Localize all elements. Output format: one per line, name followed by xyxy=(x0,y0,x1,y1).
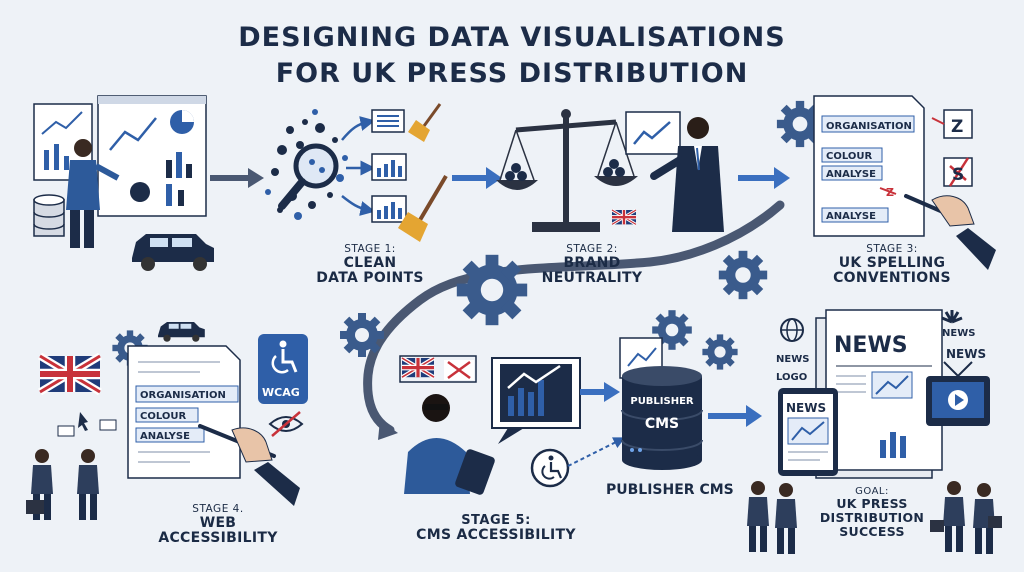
stage-2-label: STAGE 2: BRAND NEUTRALITY xyxy=(522,243,662,286)
stage-2-title-2: NEUTRALITY xyxy=(541,269,643,286)
goal-illustration xyxy=(747,309,1002,554)
goal-title-1: UK PRESS xyxy=(836,496,908,511)
gear-icon-small xyxy=(340,313,384,357)
stage-4-label: STAGE 4. WEB ACCESSIBILITY xyxy=(148,503,288,546)
stage-3-title-1: UK SPELLING xyxy=(838,254,946,271)
stage-1-number: STAGE 1: xyxy=(344,243,396,255)
tablet-icon xyxy=(455,449,495,495)
accessibility-badge xyxy=(258,334,308,404)
person xyxy=(747,481,769,552)
person xyxy=(77,449,99,520)
goal-label: GOAL: UK PRESS DISTRIBUTION SUCCESS xyxy=(812,486,932,538)
logo-tag: LOGO xyxy=(776,372,807,383)
publisher-word: PUBLISHER xyxy=(630,396,694,407)
gear-icon xyxy=(702,334,738,370)
tablet-news-icon xyxy=(778,388,838,476)
page-title-line-1: DESIGNING DATA VISUALISATIONS xyxy=(238,22,786,53)
gear-icon-medium xyxy=(718,250,768,300)
news-label: NEWS xyxy=(946,347,986,361)
scales-icon xyxy=(496,109,638,232)
newspaper-headline: NEWS xyxy=(834,333,908,358)
organisation-word: ORGANISATION xyxy=(140,390,226,401)
analyse-word-2: ANALYSE xyxy=(826,211,876,222)
goal-title-3: SUCCESS xyxy=(839,523,905,539)
stage-2-title-1: BRAND xyxy=(563,254,621,271)
stage-4-title-2: ACCESSIBILITY xyxy=(158,529,278,546)
analyst-dashboard-scene xyxy=(33,95,214,271)
eye-slash-icon xyxy=(268,411,304,437)
stage-5-title: CMS ACCESSIBILITY xyxy=(416,527,576,544)
magnifier-icon xyxy=(278,143,339,210)
news-logo-text: NEWS xyxy=(942,328,975,339)
analyse-word: ANALYSE xyxy=(140,431,190,442)
stage-2-number: STAGE 2: xyxy=(566,243,618,255)
database-icon xyxy=(33,194,65,237)
stage-2-illustration xyxy=(496,109,724,232)
taxi-icon xyxy=(132,234,214,271)
stage-1-title-2: DATA POINTS xyxy=(316,269,424,286)
pen-icon xyxy=(904,194,996,270)
stage-5-illustration xyxy=(400,356,626,495)
goal-number: GOAL: xyxy=(855,486,889,497)
stage-3-number: STAGE 3: xyxy=(866,243,918,255)
publisher-cms-server xyxy=(619,310,738,470)
globe-icon xyxy=(780,318,804,342)
s-letter: S xyxy=(952,165,964,185)
person xyxy=(775,483,797,554)
stage-5-number: STAGE 5: xyxy=(461,513,531,528)
stage-3-title-2: CONVENTIONS xyxy=(833,269,951,286)
broom-icon xyxy=(408,103,442,142)
publisher-cms-label: PUBLISHER CMS xyxy=(606,482,734,498)
accessibility-icon xyxy=(271,340,298,374)
uk-flag-icon xyxy=(612,210,636,224)
stage-1-label: STAGE 1: CLEAN DATA POINTS xyxy=(300,243,440,286)
stage-1-illustration xyxy=(265,103,448,242)
flow-connector-arrowhead xyxy=(378,420,398,440)
stage-3-illustration xyxy=(776,95,996,270)
pen-icon xyxy=(198,424,300,506)
cms-word: CMS xyxy=(645,416,679,432)
organisation-word: ORGANISATION xyxy=(826,121,912,132)
video-icon xyxy=(926,361,990,426)
stage-4-number: STAGE 4. xyxy=(192,503,244,515)
news-logo-icon xyxy=(941,310,963,324)
stage-5-label: STAGE 5: CMS ACCESSIBILITY xyxy=(396,513,596,544)
uk-flag-icon xyxy=(40,356,100,392)
briefcase-icon xyxy=(26,500,44,514)
flow-connector xyxy=(363,200,785,435)
colour-word: COLOUR xyxy=(140,411,186,422)
goal-title-2: DISTRIBUTION xyxy=(819,509,925,525)
tablet-headline: NEWS xyxy=(786,401,826,415)
uk-flag-icon xyxy=(402,358,434,377)
stage-4-title-1: WEB xyxy=(199,514,237,531)
broom-icon xyxy=(398,174,448,242)
stage-1-title-1: CLEAN xyxy=(343,254,397,271)
analyse-word: ANALYSE xyxy=(826,169,876,180)
person xyxy=(943,481,965,552)
gear-icon-large xyxy=(456,254,528,326)
colour-word: COLOUR xyxy=(826,151,872,162)
z-correction: Z xyxy=(886,186,894,199)
wcag-label: WCAG xyxy=(262,386,300,399)
news-tag: NEWS xyxy=(776,354,809,365)
taxi-icon xyxy=(158,322,205,342)
cursor-icon xyxy=(78,412,88,431)
stage-3-label: STAGE 3: UK SPELLING CONVENTIONS xyxy=(812,243,972,286)
stage-4-illustration xyxy=(26,322,308,520)
z-letter: Z xyxy=(951,117,963,137)
page-title-line-2: FOR UK PRESS DISTRIBUTION xyxy=(275,58,749,89)
